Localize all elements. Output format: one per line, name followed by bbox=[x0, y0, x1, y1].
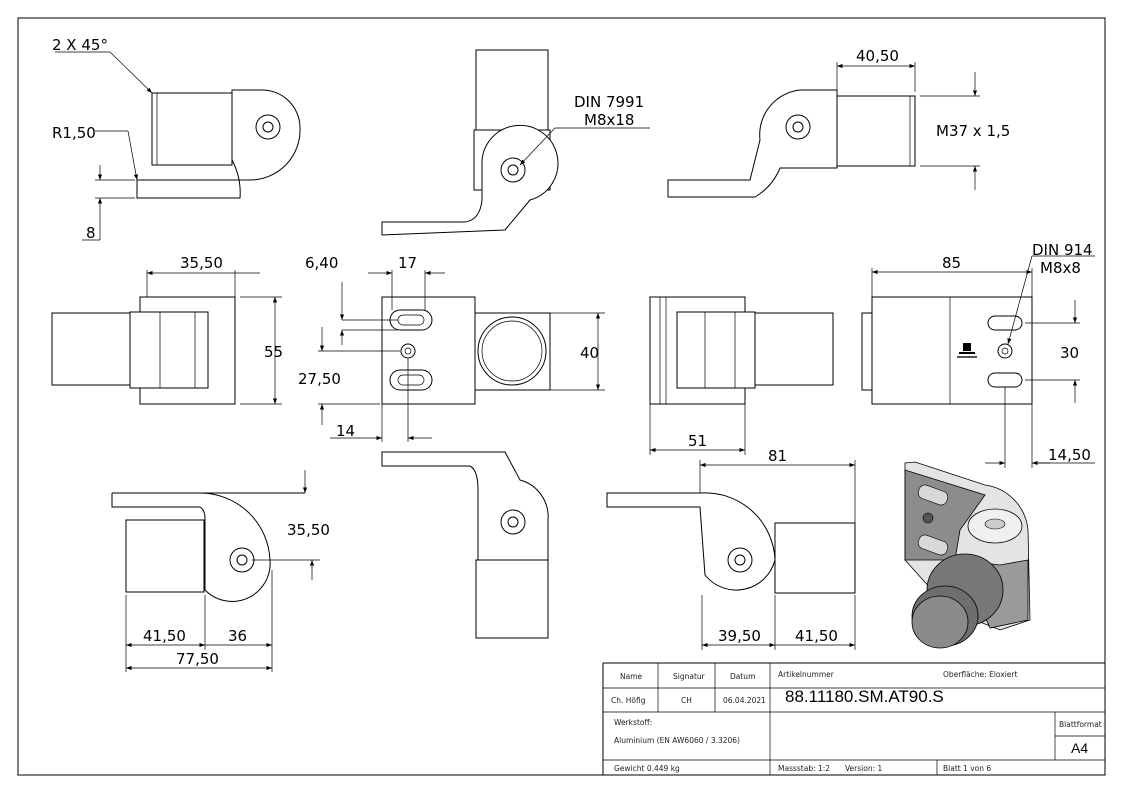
manufacturer-logo bbox=[957, 343, 977, 358]
dim-slot-width: 6,40 bbox=[305, 254, 338, 272]
dim-slot-distance: 30 bbox=[1060, 344, 1079, 362]
dim-thread: M37 x 1,5 bbox=[936, 122, 1010, 140]
dim-overall-length: 81 bbox=[768, 447, 787, 465]
dim-bottom-offset: 35,50 bbox=[287, 521, 330, 539]
view-top-center: DIN 7991 M8x18 bbox=[381, 49, 650, 236]
material-value: Aluminium (EN AW6060 / 3.3206) bbox=[614, 736, 740, 745]
material-label: Werkstoff: bbox=[614, 718, 652, 727]
dim-slot-spacing: 17 bbox=[398, 254, 417, 272]
format-label: Blattformat bbox=[1059, 720, 1102, 729]
title-block: Name Signatur Datum Ch. Höfig CH 06.04.2… bbox=[602, 662, 1106, 776]
article-label: Artikelnummer bbox=[778, 670, 835, 679]
dim-hole-height: 27,50 bbox=[298, 370, 341, 388]
label-grub-standard: DIN 914 bbox=[1032, 241, 1093, 259]
dim-tube-length: 40,50 bbox=[856, 47, 899, 65]
dim-side-length: 85 bbox=[942, 254, 961, 272]
dim-tube-width: 40 bbox=[580, 344, 599, 362]
scale-value: Massstab: 1:2 bbox=[778, 764, 830, 773]
dim-hole-offset: 14 bbox=[336, 422, 355, 440]
label-grub-size: M8x8 bbox=[1040, 259, 1081, 277]
dim-side-depth: 51 bbox=[688, 432, 707, 450]
dim-slot-offset: 14,50 bbox=[1048, 446, 1091, 464]
sheet-value: Blatt 1 von 6 bbox=[943, 764, 991, 773]
date-value: 06.04.2021 bbox=[723, 696, 766, 705]
dim-plate-thickness: 8 bbox=[86, 224, 96, 242]
view-front-right: 51 bbox=[649, 296, 834, 455]
dim-bottom-total: 77,50 bbox=[176, 650, 219, 668]
weight-value: Gewicht 0.449 kg bbox=[614, 764, 680, 773]
sheet-border bbox=[17, 17, 1106, 776]
name-label: Name bbox=[620, 672, 643, 681]
date-label: Datum bbox=[730, 672, 755, 681]
dim-front-offset: 35,50 bbox=[180, 254, 223, 272]
view-side-left: 2 X 45° R1,50 8 bbox=[52, 36, 301, 242]
view-front-center: 40 17 6,40 27,50 14 bbox=[298, 254, 605, 442]
dim-bottom-a: 41,50 bbox=[143, 627, 186, 645]
label-screw-size: M8x18 bbox=[584, 111, 634, 129]
signature-label: Signatur bbox=[673, 672, 706, 681]
name-value: Ch. Höfig bbox=[611, 696, 646, 705]
view-bottom-left: 35,50 41,50 36 77,50 bbox=[111, 470, 330, 672]
version-value: Version: 1 bbox=[845, 764, 882, 773]
format-value: A4 bbox=[1071, 740, 1088, 756]
view-side-right: 40,50 M37 x 1,5 bbox=[667, 47, 1010, 198]
dim-chamfer: 2 X 45° bbox=[52, 36, 108, 54]
signature-value: CH bbox=[681, 696, 692, 705]
surface-value: Oberfläche: Eloxiert bbox=[943, 670, 1017, 679]
view-bottom-right: 81 39,50 41,50 bbox=[606, 447, 856, 650]
label-screw-standard: DIN 7991 bbox=[574, 93, 644, 111]
isometric-render bbox=[904, 461, 1031, 649]
view-right-side: 85 DIN 914 M8x8 30 14,50 bbox=[861, 241, 1095, 468]
dim-front-height: 55 bbox=[264, 343, 283, 361]
view-front-left: 35,50 55 bbox=[51, 254, 283, 405]
view-bottom-center bbox=[381, 451, 549, 639]
dim-right-b: 41,50 bbox=[795, 627, 838, 645]
article-number: 88.11180.SM.AT90.S bbox=[785, 687, 944, 706]
dim-bottom-b: 36 bbox=[228, 627, 247, 645]
dim-right-a: 39,50 bbox=[718, 627, 761, 645]
dim-radius: R1,50 bbox=[52, 124, 96, 142]
